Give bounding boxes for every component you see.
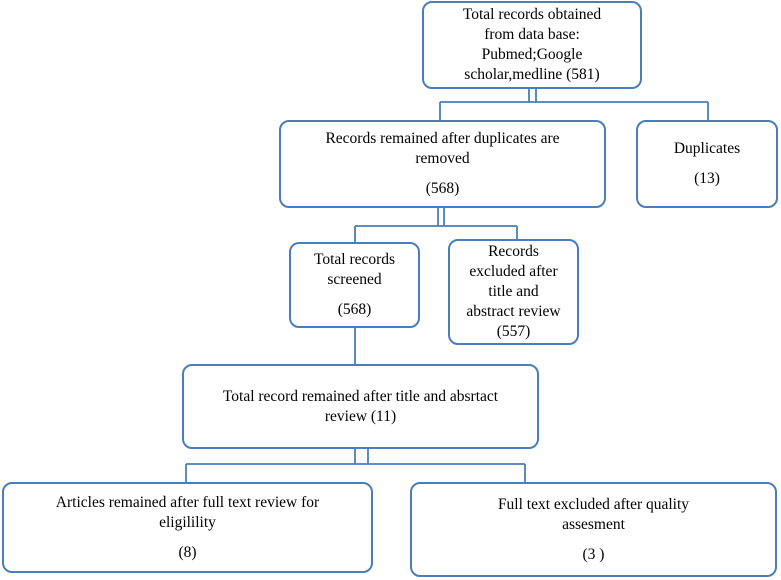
total-screened-box: Total records screened (568)	[289, 242, 420, 328]
remained-after-title-box: Total record remained after title and ab…	[182, 364, 539, 449]
duplicates-label: Duplicates	[673, 140, 741, 157]
excluded-title-line-1: Records	[488, 243, 539, 260]
total-records-line-3: Pubmed;Google	[481, 46, 583, 63]
remained-dup-line-1: Records remained after duplicates are	[325, 130, 560, 147]
excluded-title-count: (557)	[496, 323, 531, 340]
screened-count: (568)	[337, 301, 372, 318]
excluded-title-abstract-box: Records excluded after title and abstrac…	[448, 239, 579, 345]
screened-line-1: Total records	[313, 251, 396, 268]
total-records-box: Total records obtained from data base: P…	[422, 1, 642, 89]
fulltext-excluded-box: Full text excluded after quality assesme…	[410, 482, 777, 577]
excluded-title-line-4: abstract review	[466, 303, 561, 320]
remained-dup-line-2: removed	[415, 150, 470, 167]
articles-remained-count: (8)	[178, 543, 197, 561]
duplicates-count: (13)	[694, 170, 720, 187]
excluded-title-line-2: excluded after	[469, 263, 558, 280]
remained-after-duplicates-box: Records remained after duplicates are re…	[279, 120, 606, 208]
remained-dup-count: (568)	[425, 180, 460, 197]
remained-title-line-2: review (11)	[324, 407, 397, 425]
excluded-title-line-3: title and	[488, 283, 539, 300]
total-records-line-1: Total records obtained	[462, 6, 602, 23]
fulltext-excluded-line-2: assesment	[562, 515, 625, 533]
total-records-line-4: scholar,medline (581)	[464, 66, 600, 83]
fulltext-excluded-line-1: Full text excluded after quality	[497, 495, 690, 513]
screened-line-2: screened	[327, 271, 382, 288]
total-records-line-2: from data base:	[484, 26, 580, 43]
duplicates-box: Duplicates (13)	[636, 120, 778, 208]
articles-remained-line-2: eligilility	[159, 513, 216, 531]
fulltext-excluded-count: (3 )	[582, 545, 605, 563]
articles-remained-line-1: Articles remained after full text review…	[55, 493, 320, 511]
articles-remained-box: Articles remained after full text review…	[2, 482, 373, 573]
remained-title-line-1: Total record remained after title and ab…	[222, 387, 499, 405]
